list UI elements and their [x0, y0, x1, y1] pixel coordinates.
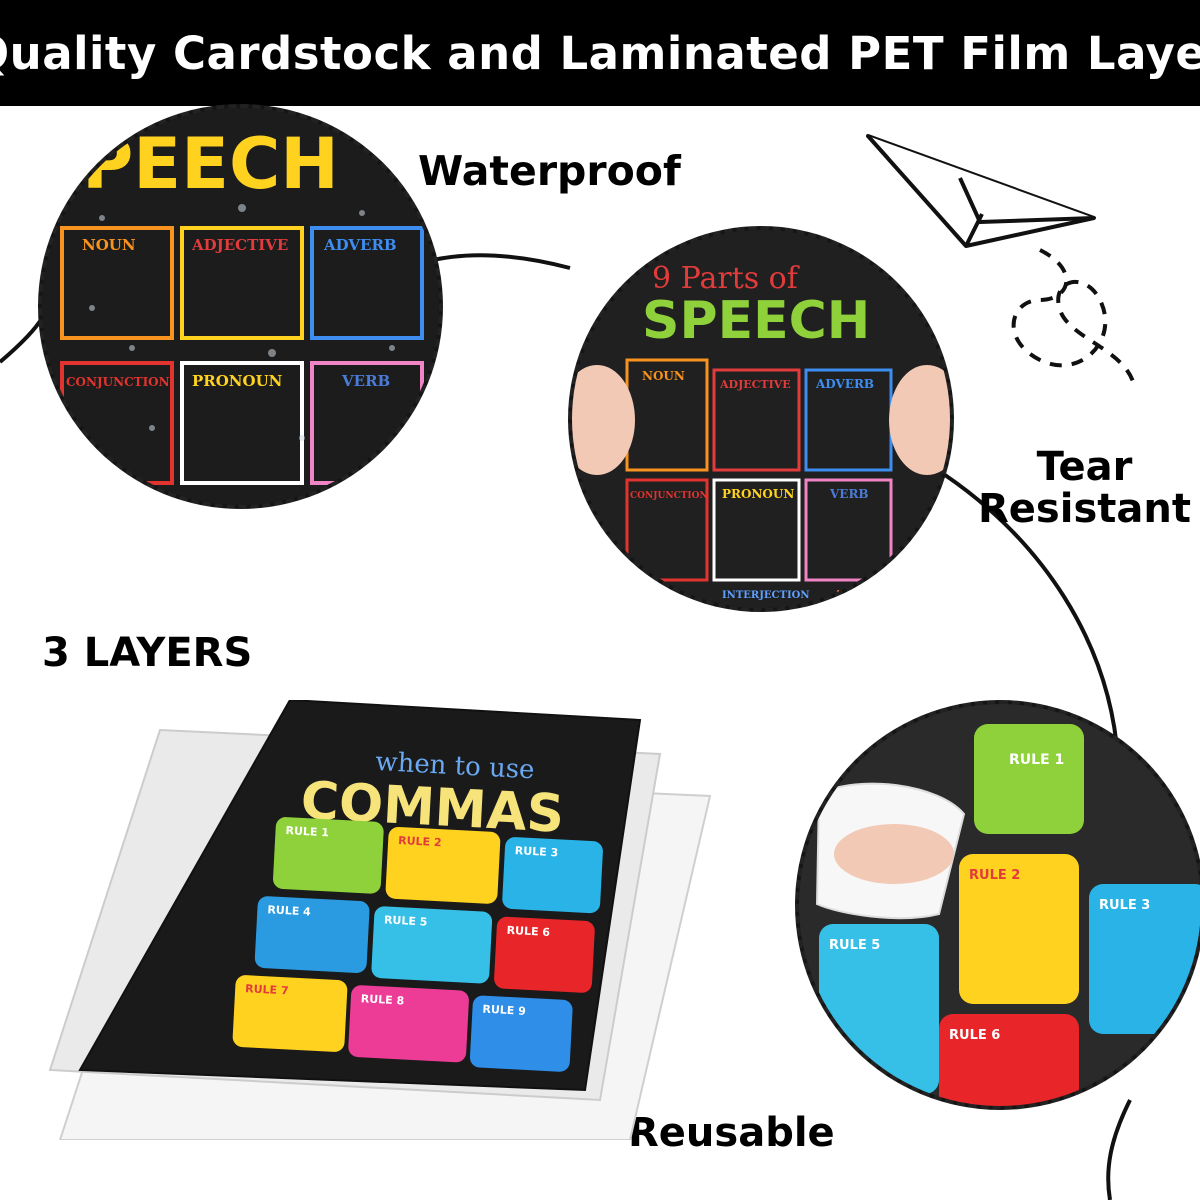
cat-verb: VERB	[341, 372, 390, 390]
cat2-adverb: ADVERB	[815, 377, 874, 391]
cp-rule6: RULE 6	[506, 924, 550, 939]
cat2-conjunction: CONJUNCTION	[630, 491, 708, 501]
tear-line2: Resistant	[978, 486, 1191, 532]
cat-noun: NOUN	[82, 236, 136, 254]
cat2-verb: VERB	[829, 487, 869, 501]
cat2-adjective: ADJECTIVE	[719, 378, 791, 391]
cp-rule1: RULE 1	[285, 824, 329, 839]
paper-plane-icon	[866, 134, 1096, 248]
tear-resistant-label: Tear Resistant	[978, 446, 1191, 530]
cp-rule3: RULE 3	[514, 844, 558, 859]
rule2-label: RULE 2	[969, 868, 1020, 883]
speech-title-top: 9 Parts of	[652, 261, 800, 296]
cat2-noun: NOUN	[642, 369, 685, 383]
waterproof-label: Waterproof	[418, 147, 681, 195]
reusable-closeup: RULE 1 RULE 2 RULE 5 RULE 6 RULE 3	[795, 700, 1200, 1110]
cp-rule7: RULE 7	[245, 982, 289, 997]
poster-layer: when to use COMMAS RULE 1 RULE 2 RULE 3 …	[78, 698, 642, 1092]
speech-grid-1: NOUN ADJECTIVE ADVERB CONJUNCTION PRONOU…	[60, 226, 424, 485]
cat-adjective: ADJECTIVE	[191, 236, 288, 254]
cat-pronoun: PRONOUN	[192, 372, 283, 390]
rule1-label: RULE 1	[1009, 752, 1064, 768]
cp-rule2: RULE 2	[398, 834, 442, 849]
banner-title: Quality Cardstock and Laminated PET Film…	[0, 26, 1200, 80]
three-layer-poster: when to use COMMAS RULE 1 RULE 2 RULE 3 …	[40, 698, 720, 1141]
tear-line1: Tear	[1036, 444, 1133, 490]
top-banner: Quality Cardstock and Laminated PET Film…	[0, 0, 1200, 106]
cp-rule9: RULE 9	[482, 1003, 526, 1018]
speech-title-main: SPEECH	[642, 291, 870, 351]
cp-rule8: RULE 8	[361, 992, 405, 1007]
waterproof-closeup: PEECH NOUN ADJECTIVE ADVERB CONJUNCTION …	[38, 104, 443, 509]
cat2-interjection: INTERJECTION	[722, 590, 809, 601]
peeled-film	[815, 782, 966, 920]
cp-rule4: RULE 4	[267, 903, 311, 918]
cat2-pronoun: PRONOUN	[722, 487, 794, 501]
reusable-label: Reusable	[628, 1110, 835, 1156]
hands	[572, 365, 950, 475]
cp-rule5: RULE 5	[384, 913, 428, 928]
cat-adverb: ADVERB	[323, 236, 397, 254]
rule6-label: RULE 6	[949, 1028, 1000, 1043]
layers-label: 3 LAYERS	[42, 630, 253, 676]
rule5-label: RULE 5	[829, 938, 880, 953]
cat-conjunction: CONJUNCTION	[66, 375, 170, 389]
rule3-label: RULE 3	[1099, 898, 1150, 913]
tear-resistant-closeup: 9 Parts of SPEECH NOUN ADJECTIVE ADVERB …	[568, 226, 954, 612]
